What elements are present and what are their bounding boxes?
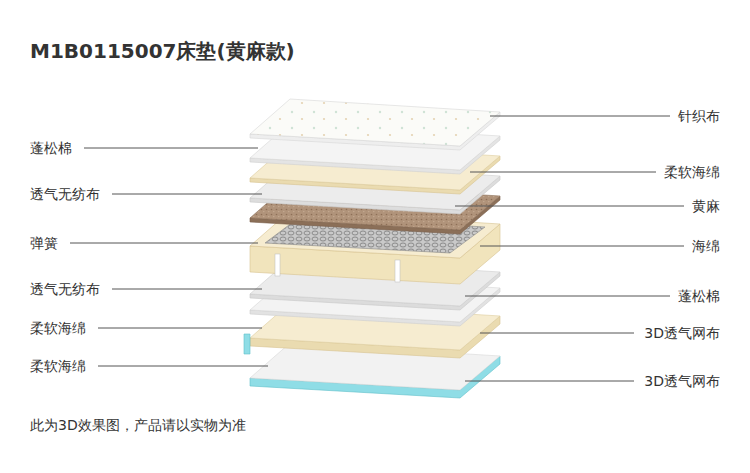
part-label: 弹簧 (30, 234, 58, 252)
leader-line (480, 333, 634, 334)
leader-line (84, 148, 258, 149)
leader-line (465, 296, 670, 297)
leader-line (480, 246, 684, 247)
part-label: 柔软海绵 (30, 319, 86, 337)
leader-line (465, 381, 634, 382)
leader-line (98, 366, 268, 367)
part-label: 透气无纺布 (30, 185, 100, 203)
part-label: 蓬松棉 (678, 287, 720, 305)
part-label: 柔软海绵 (664, 163, 720, 181)
leader-line (112, 289, 262, 290)
leader-line (112, 194, 262, 195)
part-label: 透气无纺布 (30, 280, 100, 298)
part-label: 海绵 (692, 237, 720, 255)
part-label: 3D透气网布 (644, 324, 720, 342)
leader-line (490, 116, 670, 117)
part-label: 针织布 (678, 107, 720, 125)
part-label: 3D透气网布 (644, 372, 720, 390)
part-label: 柔软海绵 (30, 357, 86, 375)
leader-line (470, 172, 656, 173)
leader-line (70, 243, 258, 244)
part-label: 蓬松棉 (30, 139, 72, 157)
part-label: 黄麻 (692, 197, 720, 215)
diagram-title: M1B0115007床垫(黄麻款) (30, 38, 295, 64)
leader-line (98, 328, 262, 329)
image-caption: 此为3D效果图，产品请以实物为准 (30, 415, 246, 435)
leader-line (455, 206, 684, 207)
